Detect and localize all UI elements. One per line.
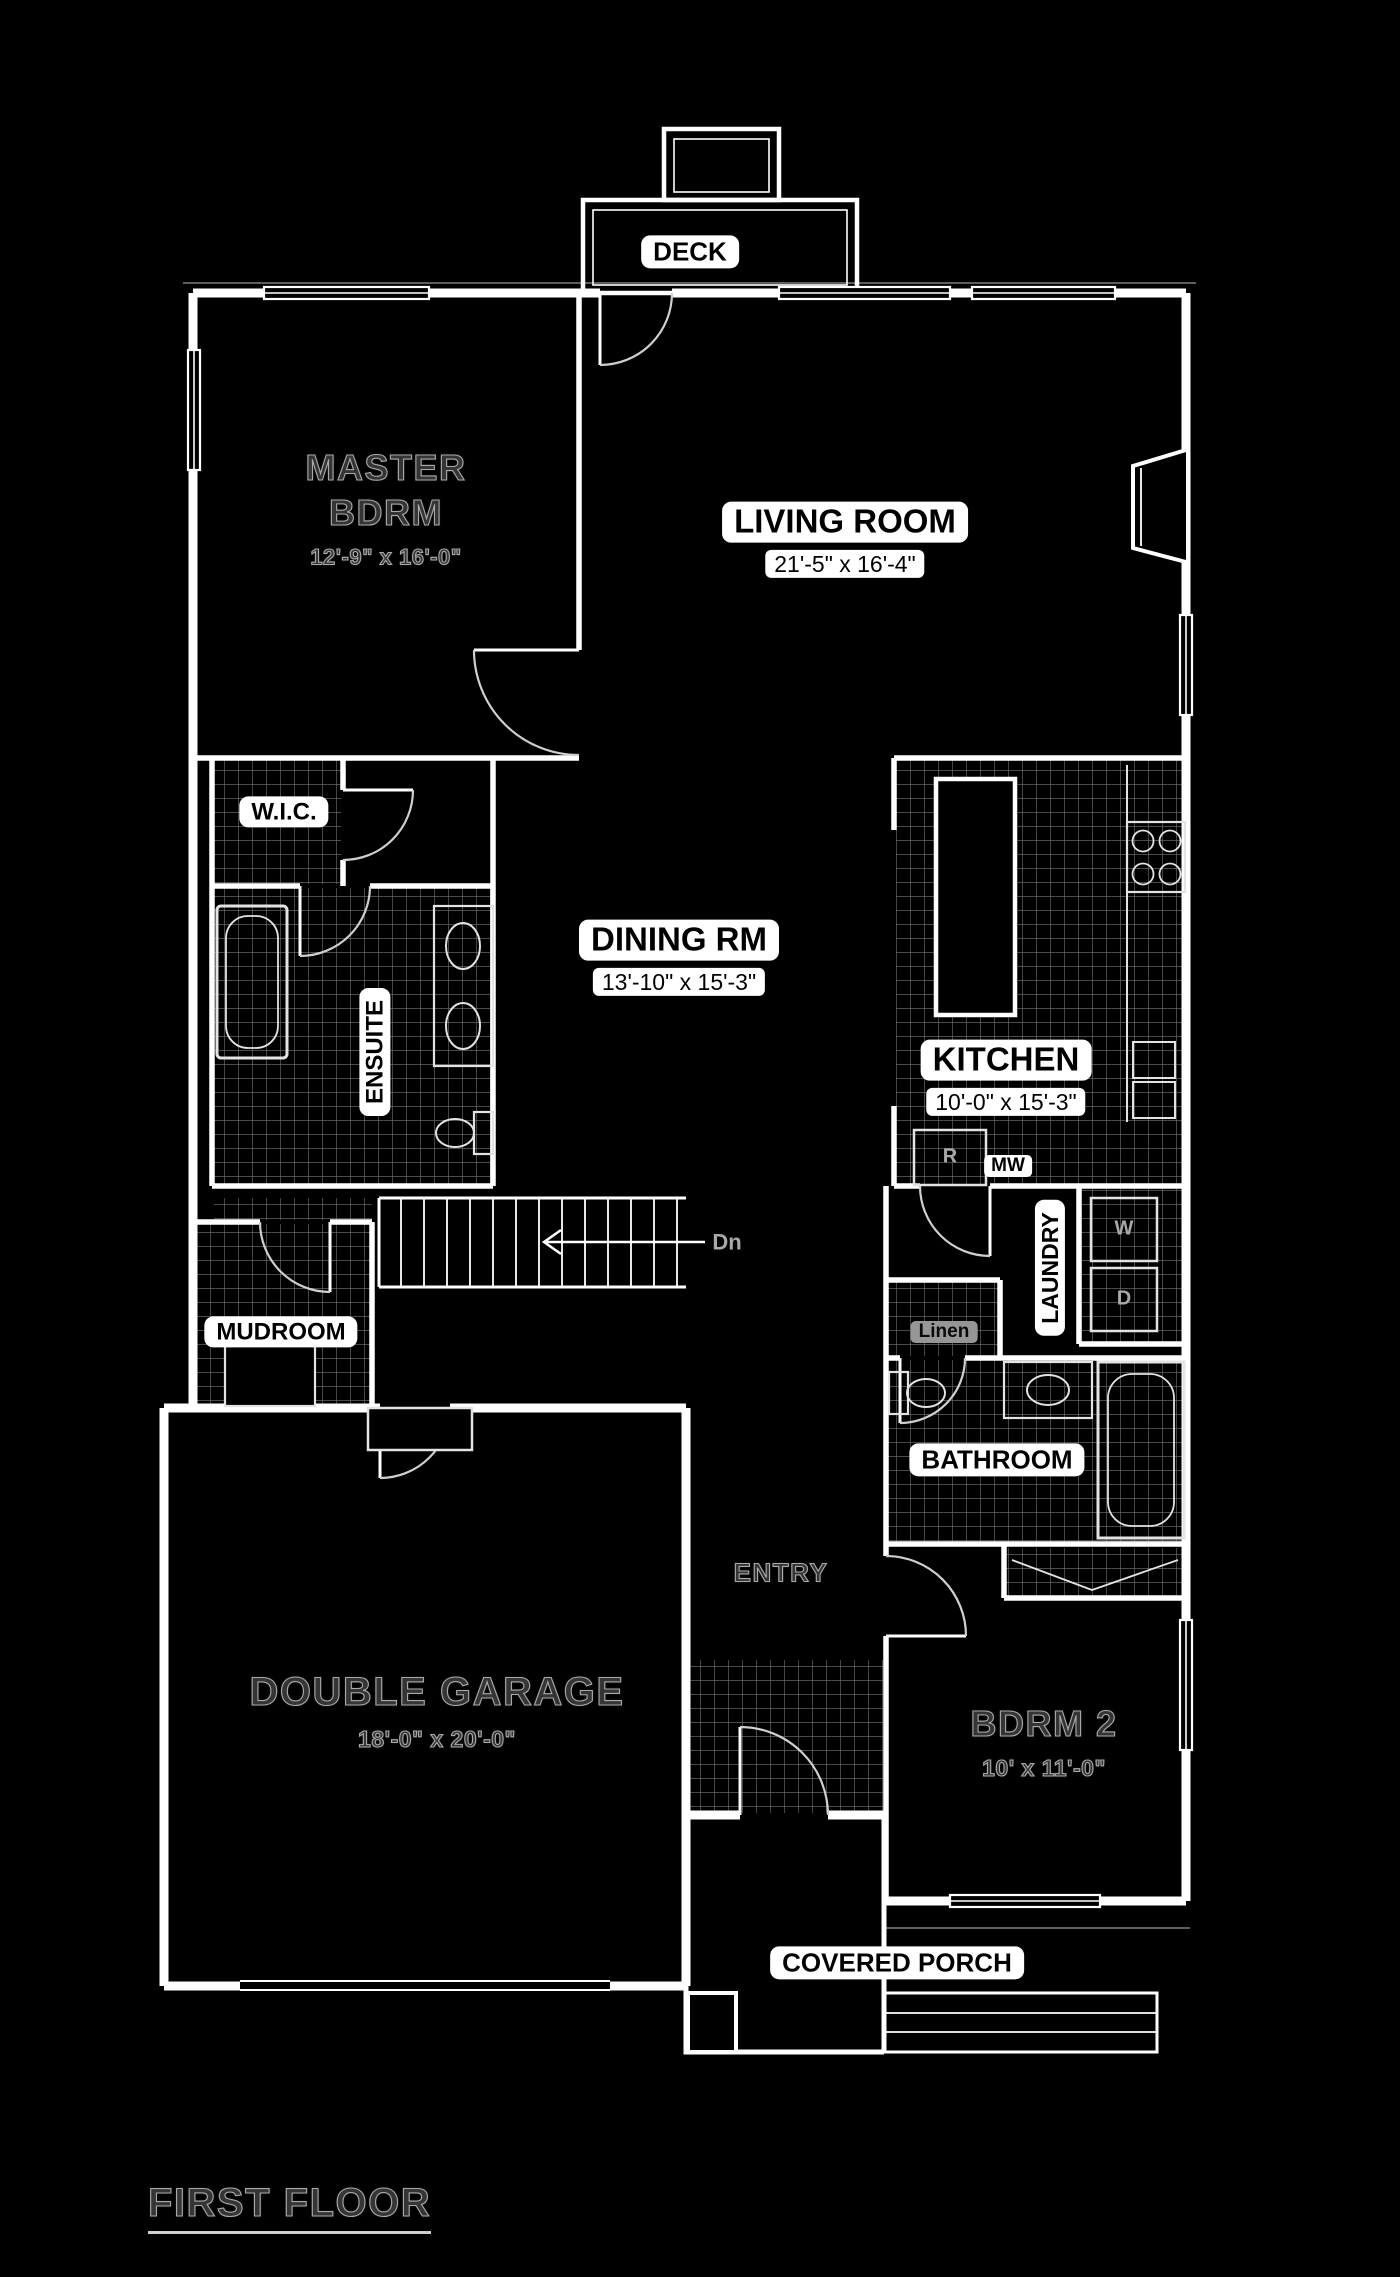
stairs <box>377 1196 705 1289</box>
washer-box <box>1089 1196 1159 1263</box>
dryer-mark: D <box>1116 1287 1132 1310</box>
stairs-down-label: Dn <box>712 1229 742 1255</box>
mudroom-label: MUDROOM <box>204 1316 358 1348</box>
deck-structure <box>580 126 860 296</box>
ensuite-vanity <box>432 904 495 1068</box>
deck-label: DECK <box>641 235 739 269</box>
windows <box>186 285 1194 1909</box>
bdrm2-label: BDRM 2 <box>970 1703 1118 1745</box>
dryer-box <box>1089 1266 1159 1333</box>
mudroom-bench <box>223 1344 317 1408</box>
master-bdrm-dimension: 12'-9" x 16'-0" <box>310 544 462 570</box>
dining-room-dimension: 13'-10" x 15'-3" <box>592 967 766 997</box>
master-bdrm-label-line2: BDRM <box>328 492 443 534</box>
kitchen-label: KITCHEN <box>920 1039 1092 1081</box>
garage-door <box>240 1980 610 1991</box>
bay-window <box>1131 448 1187 564</box>
porch-column <box>686 1991 738 2054</box>
plan-title: FIRST FLOOR <box>147 2181 432 2234</box>
closet-bifold-door <box>1011 1559 1179 1591</box>
wic-label: W.I.C. <box>239 796 329 828</box>
bathroom-vanity <box>1002 1360 1094 1420</box>
bathroom-tub <box>1096 1360 1186 1540</box>
microwave-label: MW <box>984 1155 1032 1177</box>
ensuite-tub <box>215 904 289 1060</box>
interior-walls <box>193 293 1186 1901</box>
fixtures <box>215 765 1187 1591</box>
kitchen-range <box>1125 820 1187 894</box>
linen-label: Linen <box>910 1321 978 1343</box>
ensuite-label: ENSUITE <box>359 987 391 1117</box>
living-room-dimension: 21'-5" x 16'-4" <box>765 549 925 579</box>
living-room-label: LIVING ROOM <box>722 501 968 543</box>
kitchen-dimension: 10'-0" x 15'-3" <box>926 1087 1086 1117</box>
ensuite-sink <box>445 1002 481 1050</box>
laundry-label: LAUNDRY <box>1034 1200 1066 1336</box>
bdrm2-dimension: 10' x 11'-0" <box>982 1754 1106 1781</box>
washer-mark: W <box>1114 1217 1134 1240</box>
dining-room-label: DINING RM <box>579 919 779 961</box>
refrigerator-mark: R <box>942 1145 958 1168</box>
kitchen-sink <box>1132 1081 1176 1119</box>
bathroom-sink <box>1026 1374 1070 1406</box>
entry-label: ENTRY <box>733 1557 829 1588</box>
garage-landing-step <box>366 1406 474 1452</box>
porch-structure <box>683 1815 1159 2055</box>
ensuite-sink <box>445 922 481 970</box>
kitchen-sink <box>1132 1041 1176 1079</box>
covered-porch-label: COVERED PORCH <box>770 1946 1024 1980</box>
bathroom-label: BATHROOM <box>909 1443 1085 1477</box>
garage-dimension: 18'-0" x 20'-0" <box>358 1725 516 1752</box>
kitchen-island <box>933 776 1018 1018</box>
roof-overhang-lines <box>183 282 1196 1929</box>
master-bdrm-label-line1: MASTER <box>305 447 467 489</box>
garage-label: DOUBLE GARAGE <box>249 1670 625 1714</box>
